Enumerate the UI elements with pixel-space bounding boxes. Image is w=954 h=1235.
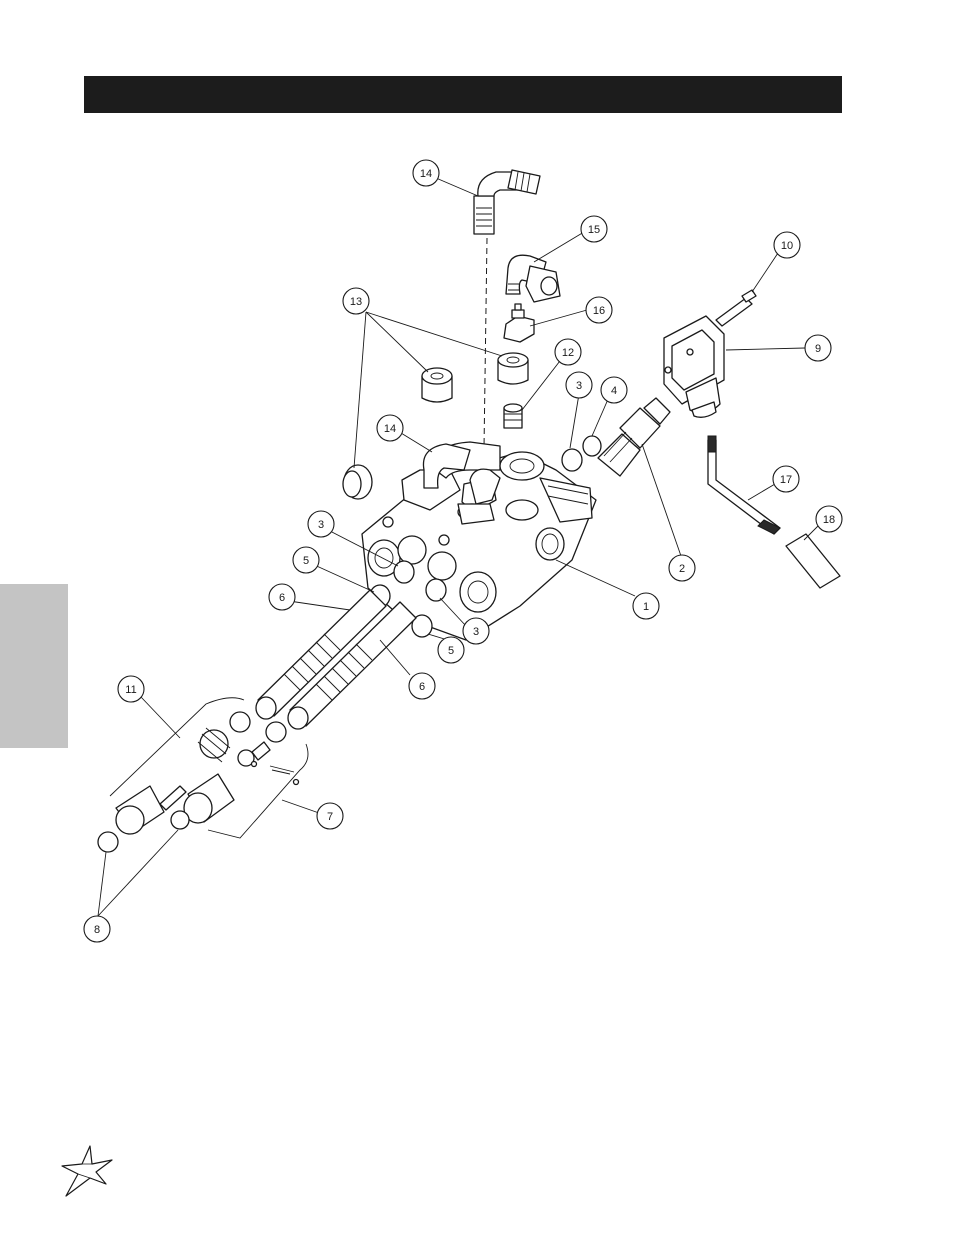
part-detent-kit-11 xyxy=(116,712,299,834)
callout-4: 4 xyxy=(601,377,627,403)
part-cap-8-right xyxy=(171,811,189,829)
part-check-valve-12 xyxy=(504,404,522,428)
callout-label: 14 xyxy=(420,168,432,180)
callout-label: 1 xyxy=(643,601,649,613)
callout-9: 9 xyxy=(805,335,831,361)
callout-10: 10 xyxy=(774,232,800,258)
callout-label: 12 xyxy=(562,347,574,359)
part-cap-8-left xyxy=(98,832,118,852)
callout-label: 8 xyxy=(94,924,100,936)
callout-label: 10 xyxy=(781,240,793,252)
callout-label: 6 xyxy=(279,592,285,604)
callout-1: 1 xyxy=(633,593,659,619)
star-burst-icon xyxy=(56,1140,116,1200)
callout-18: 18 xyxy=(816,506,842,532)
callout-label: 11 xyxy=(125,684,136,696)
callout-17: 17 xyxy=(773,466,799,492)
callout-label: 7 xyxy=(327,811,333,823)
callout-label: 15 xyxy=(588,224,600,236)
callout-7: 7 xyxy=(317,803,343,829)
part-ring-3-right xyxy=(426,579,446,601)
part-plug-13c xyxy=(343,465,372,499)
part-plug-13a xyxy=(422,368,452,402)
callout-label: 9 xyxy=(815,343,821,355)
callout-5-right: 5 xyxy=(438,637,464,663)
callout-label: 14 xyxy=(384,423,396,435)
callout-label: 5 xyxy=(303,555,309,567)
callout-label: 13 xyxy=(350,296,362,308)
callout-14-lower: 14 xyxy=(377,415,403,441)
callout-label: 18 xyxy=(823,514,835,526)
part-elbow-fitting-top xyxy=(474,170,540,234)
part-elbow-fitting-15 xyxy=(506,255,560,302)
part-cartridge-2 xyxy=(598,398,670,476)
callout-label: 3 xyxy=(473,626,479,638)
part-washer-4 xyxy=(583,436,601,456)
part-plug-13b xyxy=(498,353,528,384)
part-housing-9 xyxy=(664,316,724,417)
callout-3-left: 3 xyxy=(308,511,334,537)
callout-11: 11 xyxy=(118,676,144,702)
callout-2: 2 xyxy=(669,555,695,581)
part-sleeve-18 xyxy=(786,534,840,588)
callout-15: 15 xyxy=(581,216,607,242)
callout-label: 3 xyxy=(318,519,324,531)
callout-16: 16 xyxy=(586,297,612,323)
callout-label: 17 xyxy=(780,474,792,486)
callout-label: 16 xyxy=(593,305,605,317)
callout-3-top: 3 xyxy=(566,372,592,398)
assembly-dashed-line xyxy=(484,238,487,448)
callout-5-left: 5 xyxy=(293,547,319,573)
part-seal-ring-3-top xyxy=(562,449,582,471)
callout-label: 2 xyxy=(679,563,685,575)
part-plug-16 xyxy=(504,304,534,342)
callout-label: 5 xyxy=(448,645,454,657)
callout-label: 4 xyxy=(611,385,617,397)
callout-14-top: 14 xyxy=(413,160,439,186)
callout-label: 3 xyxy=(576,380,582,392)
callout-13: 13 xyxy=(343,288,369,314)
part-ring-3-left xyxy=(394,561,414,583)
callout-6-right: 6 xyxy=(409,673,435,699)
callout-label: 6 xyxy=(419,681,425,693)
callout-8: 8 xyxy=(84,916,110,942)
callout-3-right: 3 xyxy=(463,618,489,644)
callout-6-left: 6 xyxy=(269,584,295,610)
part-pin-10 xyxy=(716,290,756,326)
callout-12: 12 xyxy=(555,339,581,365)
part-handle-rod-17 xyxy=(708,436,780,534)
